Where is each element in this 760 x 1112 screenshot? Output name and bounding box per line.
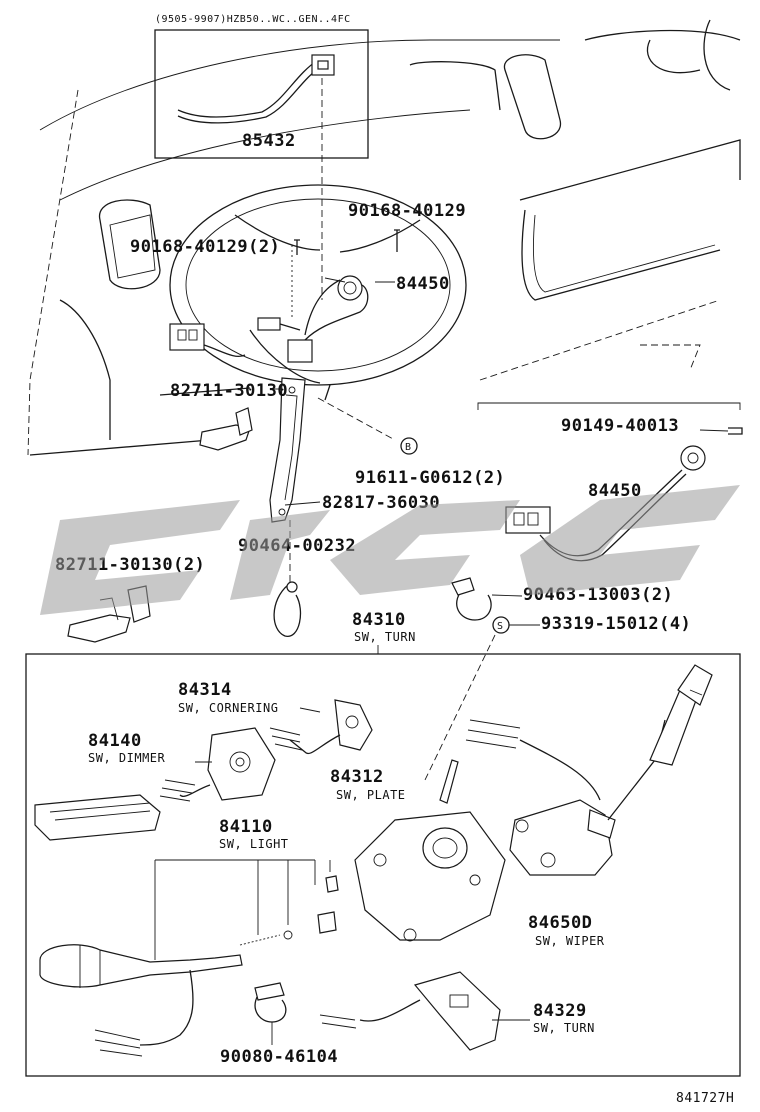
label-90080: 90080-46104 [220, 1047, 338, 1067]
label-85432: 85432 [242, 131, 296, 151]
main-assembly-title: 84310 SW, TURN [352, 610, 416, 654]
desc-84329: SW, TURN [533, 1021, 595, 1035]
desc-84314: SW, CORNERING [178, 701, 278, 715]
label-84650d: 84650D [528, 913, 592, 933]
switch-assembly-box: 84314 SW, CORNERING 84140 SW, DIMMER 843… [25, 653, 741, 1077]
harness-84450-right: 90149-40013 84450 90463-13003(2) S 93319… [424, 402, 743, 781]
label-91611: 91611-G0612(2) [355, 468, 505, 488]
desc-84110: SW, LIGHT [219, 837, 289, 851]
symbol-s: S [497, 621, 504, 632]
desc-84312: SW, PLATE [336, 788, 406, 802]
label-90168-40129: 90168-40129 [348, 201, 466, 221]
label-84450-a: 84450 [396, 274, 450, 294]
label-93319: 93319-15012(4) [541, 614, 691, 634]
label-84140: 84140 [88, 731, 142, 751]
label-84310: 84310 [352, 610, 406, 630]
label-82817: 82817-36030 [322, 493, 440, 513]
watermark-logo [40, 485, 740, 615]
symbol-b: B [405, 442, 412, 453]
desc-84650d: SW, WIPER [535, 934, 605, 948]
label-90168-40129-2: 90168-40129(2) [130, 237, 280, 257]
label-84110: 84110 [219, 817, 273, 837]
label-90149: 90149-40013 [561, 416, 679, 436]
label-82711-30130: 82711-30130 [170, 381, 288, 401]
label-84329: 84329 [533, 1001, 587, 1021]
inset-85432: (9505-9907)HZB50..WC..GEN..4FC 85432 [154, 14, 369, 159]
label-84314: 84314 [178, 680, 232, 700]
desc-84140: SW, DIMMER [88, 751, 166, 765]
label-84450-b: 84450 [588, 481, 642, 501]
desc-84310: SW, TURN [354, 630, 416, 644]
figure-id: 841727H [676, 1091, 734, 1106]
label-84312: 84312 [330, 767, 384, 787]
inset-caption: (9505-9907)HZB50..WC..GEN..4FC [155, 14, 351, 25]
